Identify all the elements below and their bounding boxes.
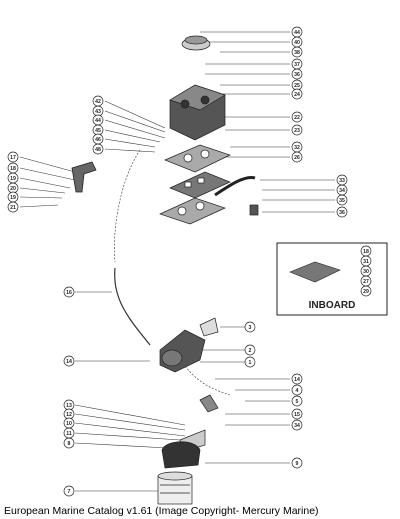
left-callout-number: 14 bbox=[66, 359, 72, 365]
inset-callouts: 18 31 30 27 29 bbox=[360, 245, 372, 297]
throttle-lever bbox=[71, 161, 97, 193]
air-horn-assembly bbox=[169, 35, 226, 141]
inset-callout-number: 29 bbox=[363, 289, 369, 295]
right-callout-number: 40 bbox=[294, 40, 300, 46]
right-callout-circle bbox=[291, 111, 303, 123]
right-callout-number: 24 bbox=[294, 92, 300, 98]
right-callout-circle bbox=[291, 395, 303, 407]
left-callout-number: 20 bbox=[10, 186, 16, 192]
left-callout-number: 46 bbox=[95, 137, 101, 143]
right-callout-number: 35 bbox=[339, 198, 345, 204]
left-callout-number: 11 bbox=[66, 431, 72, 437]
inset-callout-number: 30 bbox=[363, 269, 369, 275]
right-callout-number: 34 bbox=[294, 423, 300, 429]
left-callout-circle bbox=[7, 201, 19, 213]
right-callout-circle bbox=[336, 194, 348, 206]
left-callout-number: 17 bbox=[10, 155, 16, 161]
right-callout-number: 2 bbox=[249, 348, 252, 354]
right-callout-number: 14 bbox=[294, 377, 300, 383]
left-callout-number: 10 bbox=[66, 421, 72, 427]
image-caption: European Marine Catalog v1.61 (Image Cop… bbox=[4, 505, 319, 517]
right-callout-circle bbox=[291, 408, 303, 420]
right-callout-circle bbox=[291, 68, 303, 80]
left-callout-number: 19 bbox=[10, 195, 16, 201]
right-callout-number: 3 bbox=[249, 325, 252, 331]
right-callout-circle bbox=[291, 88, 303, 100]
right-callout-number: 9 bbox=[296, 461, 299, 467]
left-callout-number: 19 bbox=[10, 176, 16, 182]
right-callout-number: 22 bbox=[294, 115, 300, 121]
left-callout-circle bbox=[7, 151, 19, 163]
right-callout-number: 37 bbox=[294, 62, 300, 68]
right-callout-number: 26 bbox=[294, 155, 300, 161]
right-callout-circle bbox=[291, 419, 303, 431]
right-callout-number: 34 bbox=[339, 188, 345, 194]
right-callout-number: 36 bbox=[339, 210, 345, 216]
left-callout-circle bbox=[92, 143, 104, 155]
right-callouts: 4440383736252422233226333435363211445153… bbox=[244, 26, 348, 469]
left-callout-circle bbox=[63, 437, 75, 449]
right-callout-number: 1 bbox=[249, 360, 252, 366]
left-callout-circle bbox=[63, 286, 75, 298]
right-callout-circle bbox=[291, 124, 303, 136]
right-callout-number: 44 bbox=[294, 30, 300, 36]
right-callout-number: 36 bbox=[294, 72, 300, 78]
right-callout-number: 5 bbox=[296, 399, 299, 405]
left-callout-number: 44 bbox=[95, 118, 101, 124]
right-callout-number: 33 bbox=[339, 178, 345, 184]
left-callout-number: 42 bbox=[95, 99, 101, 105]
right-callout-number: 25 bbox=[294, 83, 300, 89]
right-callout-circle bbox=[336, 206, 348, 218]
inset-callout-number: 31 bbox=[363, 259, 369, 265]
inset-callout-number: 18 bbox=[363, 249, 369, 255]
left-callout-number: 7 bbox=[68, 489, 71, 495]
fuel-filter bbox=[157, 441, 201, 505]
right-callout-number: 15 bbox=[294, 412, 300, 418]
right-callout-number: 4 bbox=[296, 388, 299, 394]
inset-label: INBOARD bbox=[309, 300, 356, 311]
left-callout-number: 13 bbox=[66, 403, 72, 409]
left-callout-number: 12 bbox=[66, 412, 72, 418]
left-callout-number: 8 bbox=[68, 441, 71, 447]
left-callouts: 42 43 44 45 46 48 17 18 19 20 19 21 16 14 13 12 10 11 8 7 bbox=[7, 95, 104, 497]
left-callout-number: 16 bbox=[66, 290, 72, 296]
gasket-plates bbox=[159, 144, 259, 225]
left-callout-number: 48 bbox=[95, 147, 101, 153]
left-callout-number: 45 bbox=[95, 128, 101, 134]
right-callout-number: 32 bbox=[294, 145, 300, 151]
right-callout-circle bbox=[291, 151, 303, 163]
right-callout-number: 38 bbox=[294, 50, 300, 56]
right-callout-circle bbox=[244, 344, 256, 356]
left-callout-circle bbox=[63, 485, 75, 497]
left-callout-number: 21 bbox=[10, 205, 16, 211]
right-callout-number: 23 bbox=[294, 128, 300, 134]
right-callout-circle bbox=[291, 384, 303, 396]
fuel-pump-assembly bbox=[159, 317, 219, 453]
inset-callout-circle bbox=[360, 285, 372, 297]
right-callout-circle bbox=[291, 46, 303, 58]
left-callout-circle bbox=[63, 355, 75, 367]
left-callout-number: 18 bbox=[10, 166, 16, 172]
inset-callout-number: 27 bbox=[363, 279, 369, 285]
right-callout-circle bbox=[291, 373, 303, 385]
right-callout-circle bbox=[244, 356, 256, 368]
left-callout-number: 43 bbox=[95, 109, 101, 115]
right-callout-circle bbox=[244, 321, 256, 333]
right-callout-circle bbox=[291, 457, 303, 469]
